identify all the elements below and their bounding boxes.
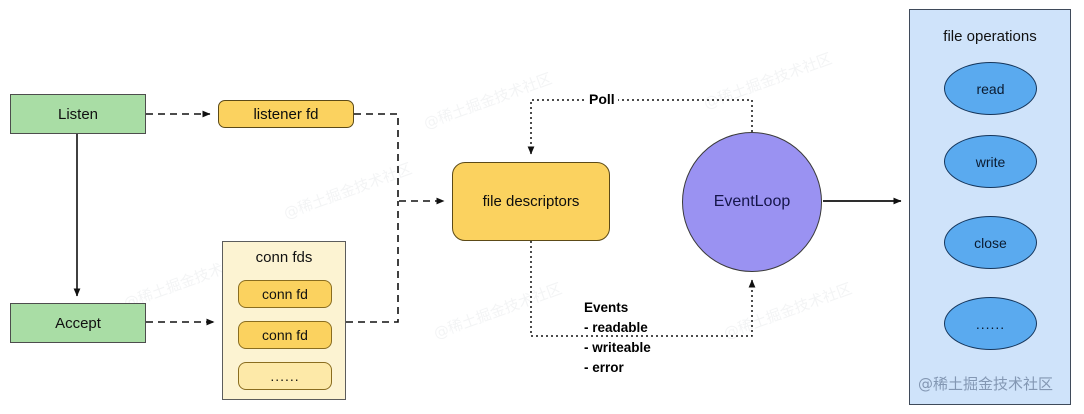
conn-fd-item-label: ...... [270, 368, 300, 384]
node-file-descriptors-label: file descriptors [482, 193, 580, 210]
node-event-loop[interactable]: EventLoop [682, 132, 822, 272]
node-listener-fd[interactable]: listener fd [218, 100, 354, 128]
panel-file-operations-title: file operations [943, 28, 1037, 45]
node-file-descriptors[interactable]: file descriptors [452, 162, 610, 241]
conn-fd-item[interactable]: conn fd [238, 280, 332, 308]
poll-text: Poll [589, 91, 615, 107]
operation-label: read [976, 80, 1005, 97]
background-watermark: @稀土掘金技术社区 [721, 279, 855, 343]
conn-fd-item-label: conn fd [262, 327, 308, 343]
conn-fd-item-label: conn fd [262, 286, 308, 302]
conn-fd-item[interactable]: conn fd [238, 321, 332, 349]
node-listen[interactable]: Listen [10, 94, 146, 134]
node-accept[interactable]: Accept [10, 303, 146, 343]
panel-file-operations: file operations read write close ...... … [909, 9, 1071, 405]
events-item: - error [584, 360, 624, 375]
events-item: - readable [584, 320, 648, 335]
background-watermark: @稀土掘金技术社区 [431, 279, 565, 343]
operation-close[interactable]: close [944, 216, 1037, 269]
operation-read[interactable]: read [944, 62, 1037, 115]
node-accept-label: Accept [55, 314, 101, 332]
events-item: - writeable [584, 340, 651, 355]
node-listen-label: Listen [57, 105, 99, 123]
background-watermark: @稀土掘金技术社区 [701, 49, 835, 113]
operation-label: ...... [975, 315, 1006, 332]
watermark-text: @稀土掘金技术社区 [918, 375, 1054, 393]
node-listener-fd-label: listener fd [253, 105, 319, 123]
background-watermark: @稀土掘金技术社区 [421, 69, 555, 133]
node-event-loop-label: EventLoop [713, 193, 791, 210]
operation-label: write [975, 153, 1006, 170]
events-title: Events [584, 300, 629, 315]
operation-more[interactable]: ...... [944, 297, 1037, 350]
node-conn-fds-group: conn fds conn fd conn fd ...... [222, 241, 346, 400]
background-watermark: @稀土掘金技术社区 [281, 159, 415, 223]
edge-label-poll: Poll [586, 91, 618, 107]
operation-label: close [974, 234, 1007, 251]
conn-fds-title: conn fds [255, 249, 313, 266]
operation-write[interactable]: write [944, 135, 1037, 188]
edge-label-events: Events - readable - writeable - error [584, 298, 651, 378]
conn-fd-item-more[interactable]: ...... [238, 362, 332, 390]
